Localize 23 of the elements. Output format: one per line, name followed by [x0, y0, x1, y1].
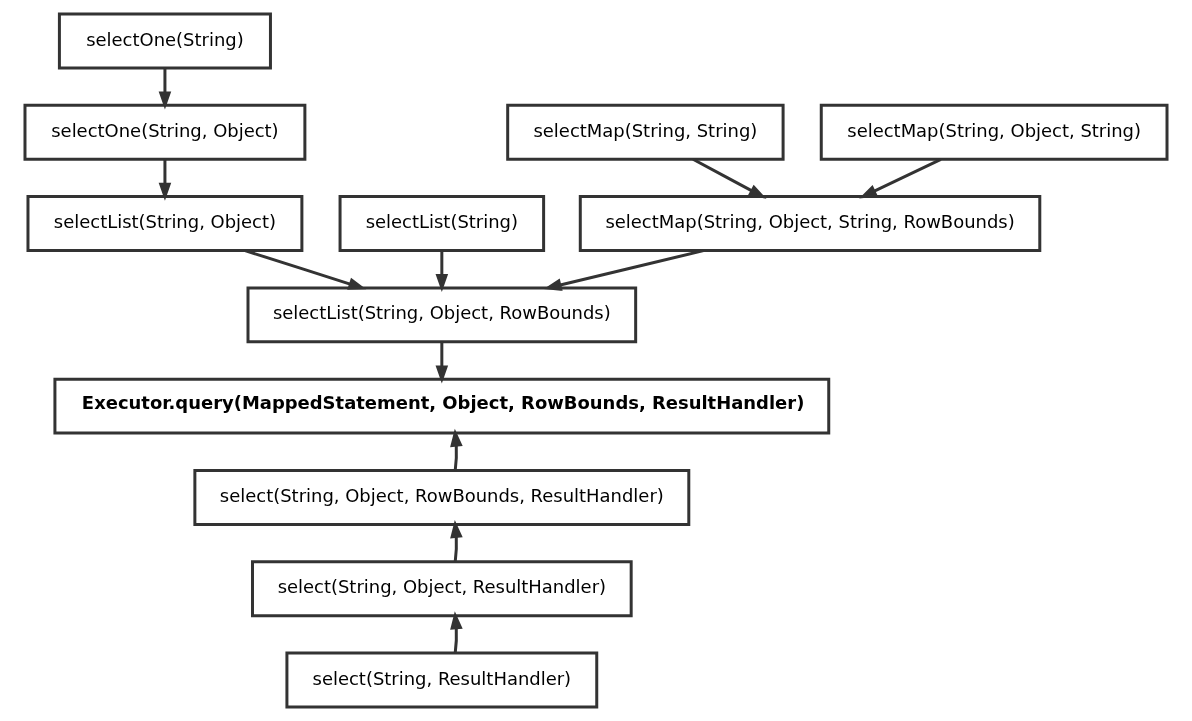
- node-box: Executor.query(MappedStatement, Object, RowBounds, ResultHandler): [53, 377, 831, 435]
- arrow: [450, 520, 463, 562]
- node-box: selectMap(String, Object, String, RowBounds): [578, 195, 1042, 252]
- node-box: select(String, Object, RowBounds, ResultHandler): [193, 469, 691, 526]
- arrow: [435, 341, 449, 384]
- arrow: [158, 159, 172, 201]
- node-box: selectMap(String, Object, String): [819, 103, 1169, 161]
- node-box: selectList(String): [338, 195, 546, 252]
- arrow: [543, 249, 704, 291]
- arrow: [692, 157, 767, 199]
- arrow: [450, 428, 463, 471]
- arrow: [859, 157, 942, 199]
- arrow: [244, 249, 367, 290]
- node-box: select(String, ResultHandler): [285, 651, 599, 709]
- node-box: selectMap(String, String): [506, 103, 785, 161]
- node-box: selectOne(String, Object): [23, 103, 307, 161]
- node-box: selectOne(String): [57, 12, 272, 70]
- node-box: selectList(String, Object, RowBounds): [246, 286, 638, 344]
- arrow: [158, 68, 172, 110]
- arrow: [435, 250, 449, 293]
- arrow: [450, 611, 463, 653]
- node-box: select(String, Object, ResultHandler): [251, 560, 633, 618]
- node-box: selectList(String, Object): [26, 195, 304, 252]
